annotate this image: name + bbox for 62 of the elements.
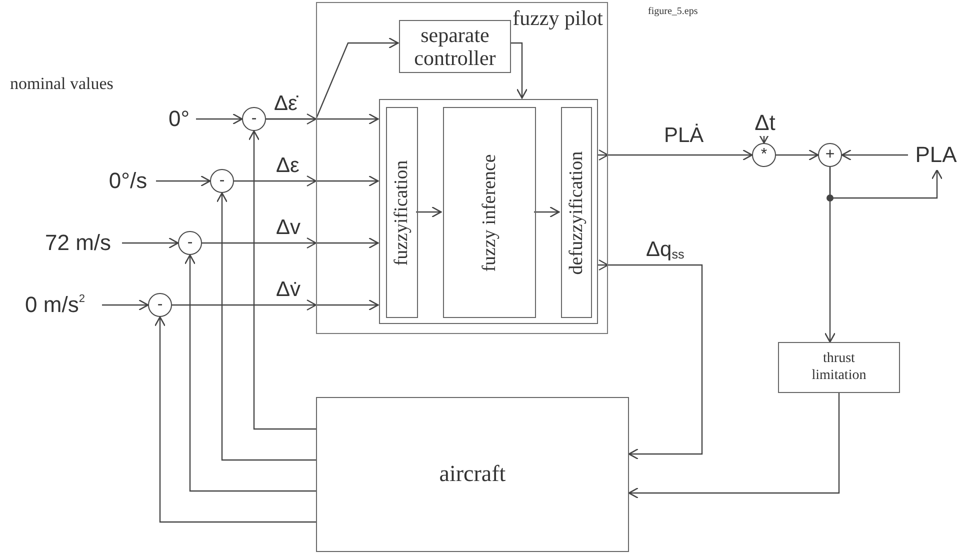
signal-label: 0° — [168, 107, 190, 131]
arrow — [154, 316, 316, 523]
arrow — [196, 113, 243, 125]
file-name: figure_5.eps — [648, 6, 698, 17]
signal-label: 0 m/s$^{2}$ — [25, 293, 85, 317]
arrow — [234, 175, 379, 187]
box-label: aircraft — [439, 462, 506, 487]
arrow — [534, 206, 560, 218]
arrow — [597, 259, 703, 460]
controller-frame — [316, 2, 608, 334]
process-box — [379, 99, 598, 324]
frame-title: fuzzy pilot — [512, 7, 603, 30]
box-label: - — [251, 110, 257, 128]
process-box — [399, 20, 511, 73]
box-label: separate controller — [413, 24, 497, 69]
summing-junction — [242, 107, 266, 131]
box-label: - — [187, 234, 193, 252]
box-label: defuzzyification — [566, 150, 586, 274]
arrow — [102, 299, 149, 311]
signal-label: Δt — [754, 111, 776, 135]
box-label: - — [157, 296, 163, 314]
arrow — [216, 192, 316, 461]
edge-label: Δε — [276, 154, 300, 178]
arrow — [824, 167, 836, 343]
box-label: + — [825, 146, 835, 164]
arrow — [156, 175, 211, 187]
edge-label: PLȦ — [664, 124, 704, 148]
arrow — [510, 42, 528, 99]
process-box — [443, 107, 536, 318]
arrow — [248, 130, 316, 430]
process-box — [386, 107, 418, 318]
arrow — [202, 237, 379, 249]
edge-label: Δε̇ — [274, 92, 298, 116]
edge-label: Δq$_{ss}$ — [646, 238, 684, 262]
edge-label: Δv — [276, 216, 301, 240]
box-label: - — [219, 172, 225, 190]
box-label: fuzzyification — [392, 160, 412, 266]
arrow — [776, 149, 819, 161]
box-label: fuzzy inference — [480, 154, 500, 272]
signal-label: 0°/s — [108, 169, 148, 193]
arrow — [266, 37, 399, 120]
arrow — [628, 393, 840, 499]
note-text: nominal values — [10, 74, 114, 94]
signal-label: 72 m/s — [44, 231, 112, 255]
summing-junction — [148, 293, 172, 317]
summing-junction — [752, 143, 776, 167]
summing-junction — [210, 169, 234, 193]
arrow — [172, 299, 379, 311]
arrow — [841, 149, 908, 161]
arrow — [416, 206, 442, 218]
box-label: * — [760, 146, 768, 164]
process-box — [778, 342, 900, 393]
signal-label: PLA — [915, 143, 957, 167]
plant-box — [316, 397, 629, 552]
arrow — [597, 149, 753, 161]
arrow — [122, 237, 179, 249]
summing-junction — [818, 143, 842, 167]
box-label: thrust limitation — [810, 351, 868, 384]
arrow — [184, 254, 316, 492]
process-box — [561, 107, 592, 318]
edge-label: Δv̇ — [276, 278, 301, 302]
summing-junction — [178, 231, 202, 255]
